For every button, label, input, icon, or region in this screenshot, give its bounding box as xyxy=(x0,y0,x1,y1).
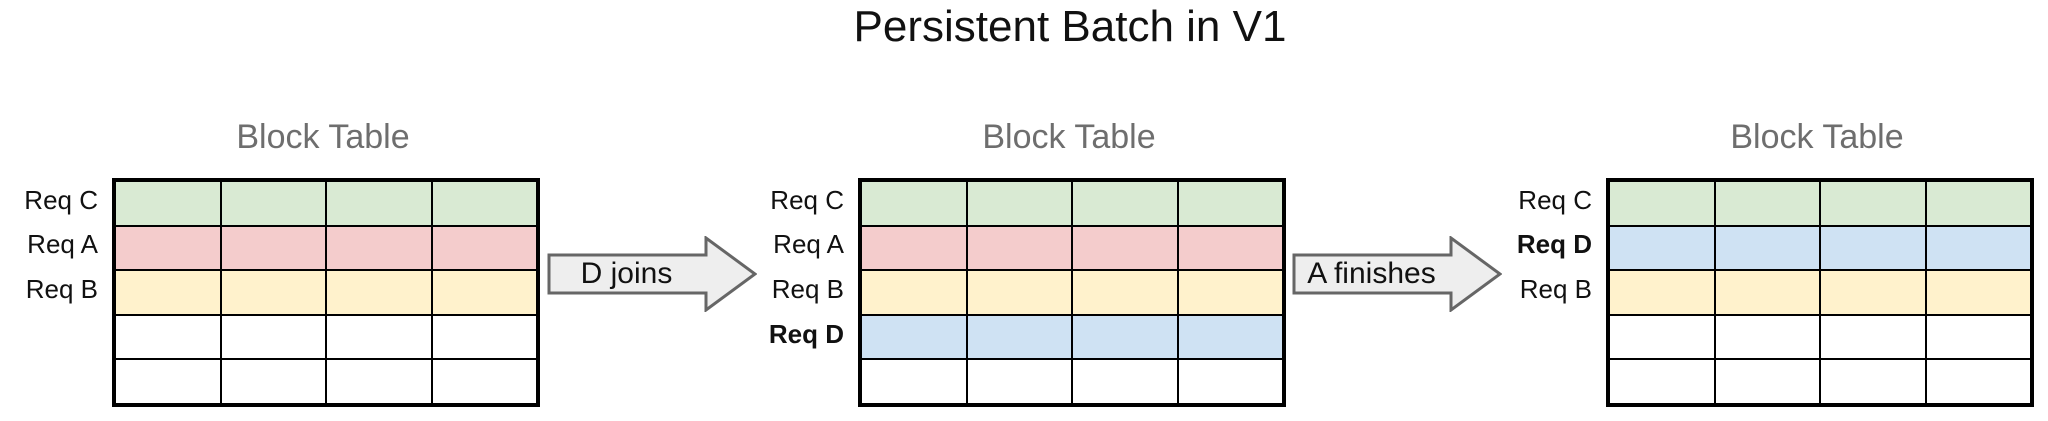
block-cell xyxy=(115,181,221,226)
block-cell xyxy=(115,359,221,404)
block-cell xyxy=(1820,225,1926,271)
row-label: Req D xyxy=(768,318,844,349)
block-cell xyxy=(1072,314,1178,360)
row-label: Req C xyxy=(1518,184,1592,215)
row-label: Req C xyxy=(24,184,98,215)
transition-arrow-d-joins: D joins xyxy=(547,236,757,312)
block-cell xyxy=(326,270,432,315)
block-cell xyxy=(966,181,1072,226)
block-cell xyxy=(115,314,221,360)
block-cell xyxy=(966,314,1072,360)
block-cell xyxy=(1177,225,1283,271)
block-cell xyxy=(1609,181,1715,226)
right-arrow-icon xyxy=(547,236,757,312)
block-cell xyxy=(861,270,967,315)
block-cell xyxy=(220,314,326,360)
block-table-heading: Block Table xyxy=(1730,118,1904,156)
block-cell xyxy=(431,181,537,226)
row-labels: Req C Req D Req B xyxy=(1458,178,1592,401)
block-cell xyxy=(1925,225,2031,271)
arrow-label: D joins xyxy=(580,257,673,290)
block-cell xyxy=(1609,359,1715,404)
block-cell xyxy=(1072,181,1178,226)
block-cell xyxy=(861,225,967,271)
block-cell xyxy=(326,359,432,404)
block-cell xyxy=(861,181,967,226)
block-cell xyxy=(1714,359,1820,404)
row-labels: Req C Req A Req B Req D xyxy=(710,178,844,401)
block-cell xyxy=(431,359,537,404)
block-cell xyxy=(220,359,326,404)
block-table-panel-1: Block Table Req C Req A Req B xyxy=(24,118,540,408)
block-cell xyxy=(1714,314,1820,360)
row-label xyxy=(0,312,98,357)
row-labels: Req C Req A Req B xyxy=(0,178,98,401)
block-cell xyxy=(966,270,1072,315)
row-label xyxy=(710,356,844,401)
block-cell xyxy=(326,181,432,226)
block-table-panel-2: Block Table Req C Req A Req B Req D xyxy=(769,118,1286,408)
block-cell xyxy=(1714,225,1820,271)
block-cell xyxy=(220,270,326,315)
row-label: Req B xyxy=(1519,273,1592,304)
transition-arrow-a-finishes: A finishes xyxy=(1292,236,1502,312)
block-cell xyxy=(1820,314,1926,360)
block-table-grid xyxy=(858,178,1286,407)
block-cell xyxy=(1177,270,1283,315)
row-label: Req D xyxy=(1516,229,1592,260)
block-cell xyxy=(1609,225,1715,271)
row-label: Req C xyxy=(770,184,844,215)
block-cell xyxy=(1820,270,1926,315)
block-cell xyxy=(1714,181,1820,226)
row-label: Req B xyxy=(771,273,844,304)
block-cell xyxy=(1609,314,1715,360)
block-table-grid xyxy=(112,178,540,407)
block-cell xyxy=(966,359,1072,404)
block-cell xyxy=(1925,270,2031,315)
block-cell xyxy=(1177,314,1283,360)
row-label xyxy=(1458,312,1592,357)
block-cell xyxy=(431,270,537,315)
arrow-label: A finishes xyxy=(1307,257,1436,290)
block-cell xyxy=(1925,359,2031,404)
block-cell xyxy=(861,314,967,360)
block-cell xyxy=(1925,181,2031,226)
block-cell xyxy=(966,225,1072,271)
block-cell xyxy=(220,225,326,271)
right-arrow-icon xyxy=(1292,236,1502,312)
block-table-grid xyxy=(1606,178,2034,407)
block-cell xyxy=(115,270,221,315)
block-table-heading: Block Table xyxy=(236,118,410,156)
block-cell xyxy=(861,359,967,404)
row-label: Req A xyxy=(773,229,844,260)
block-cell xyxy=(220,181,326,226)
block-cell xyxy=(326,225,432,271)
block-cell xyxy=(1820,359,1926,404)
block-cell xyxy=(1714,270,1820,315)
row-label xyxy=(1458,356,1592,401)
block-cell xyxy=(431,225,537,271)
diagram-title: Persistent Batch in V1 xyxy=(853,2,1287,51)
block-cell xyxy=(326,314,432,360)
block-table-panel-3: Block Table Req C Req D Req B xyxy=(1517,118,2034,408)
block-cell xyxy=(1177,181,1283,226)
block-cell xyxy=(1072,270,1178,315)
block-cell xyxy=(1925,314,2031,360)
row-label xyxy=(0,356,98,401)
block-table-heading: Block Table xyxy=(982,118,1156,156)
block-cell xyxy=(1072,225,1178,271)
block-cell xyxy=(431,314,537,360)
block-cell xyxy=(115,225,221,271)
row-label: Req A xyxy=(27,229,98,260)
block-cell xyxy=(1177,359,1283,404)
block-cell xyxy=(1820,181,1926,226)
block-cell xyxy=(1609,270,1715,315)
block-cell xyxy=(1072,359,1178,404)
row-label: Req B xyxy=(25,273,98,304)
